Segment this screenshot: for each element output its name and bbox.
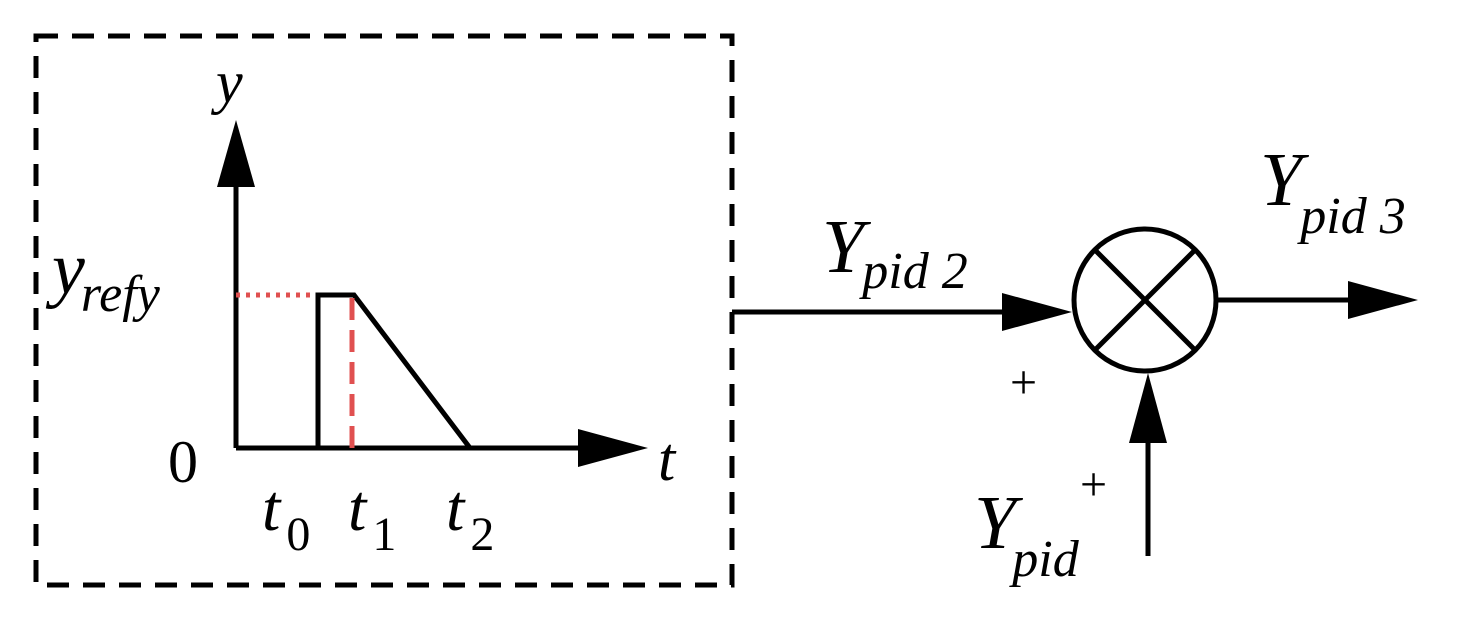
ref-level-sub: refy (81, 266, 161, 323)
y-axis-arrowhead (217, 120, 255, 187)
summing-junction (1071, 226, 1219, 374)
plus-sign-left: + (1010, 356, 1037, 409)
input-signal-sub: pid 2 (858, 243, 967, 300)
input-signal-main: Y (822, 205, 872, 289)
ref-level-label: yrefy (45, 228, 161, 323)
output-signal-main: Y (1260, 138, 1310, 222)
tick-t2-main: t (446, 472, 466, 545)
tick-t1-sub: 1 (372, 508, 396, 561)
side-signal-main: Y (974, 481, 1024, 565)
ref-level-main: y (45, 228, 85, 310)
side-arrowhead (1129, 373, 1167, 443)
input-arrowhead (1002, 293, 1072, 331)
output-signal-label: Ypid 3 (1260, 138, 1406, 245)
input-signal-label: Ypid 2 (822, 205, 968, 300)
output-signal-sub: pid 3 (1296, 188, 1405, 245)
tick-t0-main: t (262, 472, 282, 545)
t-axis-arrowhead (578, 429, 648, 467)
tick-t1-main: t (348, 472, 368, 545)
plus-sign-bottom: + (1080, 458, 1107, 511)
tick-t0-sub: 0 (286, 508, 310, 561)
origin-label: 0 (168, 429, 198, 495)
t-axis-label: t (658, 426, 677, 494)
side-signal-label: Ypid (974, 481, 1080, 588)
y-axis-label: y (210, 49, 243, 115)
output-arrowhead (1348, 281, 1418, 319)
tick-t2-sub: 2 (470, 508, 494, 561)
dashed-box (33, 33, 735, 588)
signal-profile (315, 292, 472, 450)
side-signal-sub: pid (1008, 531, 1079, 588)
